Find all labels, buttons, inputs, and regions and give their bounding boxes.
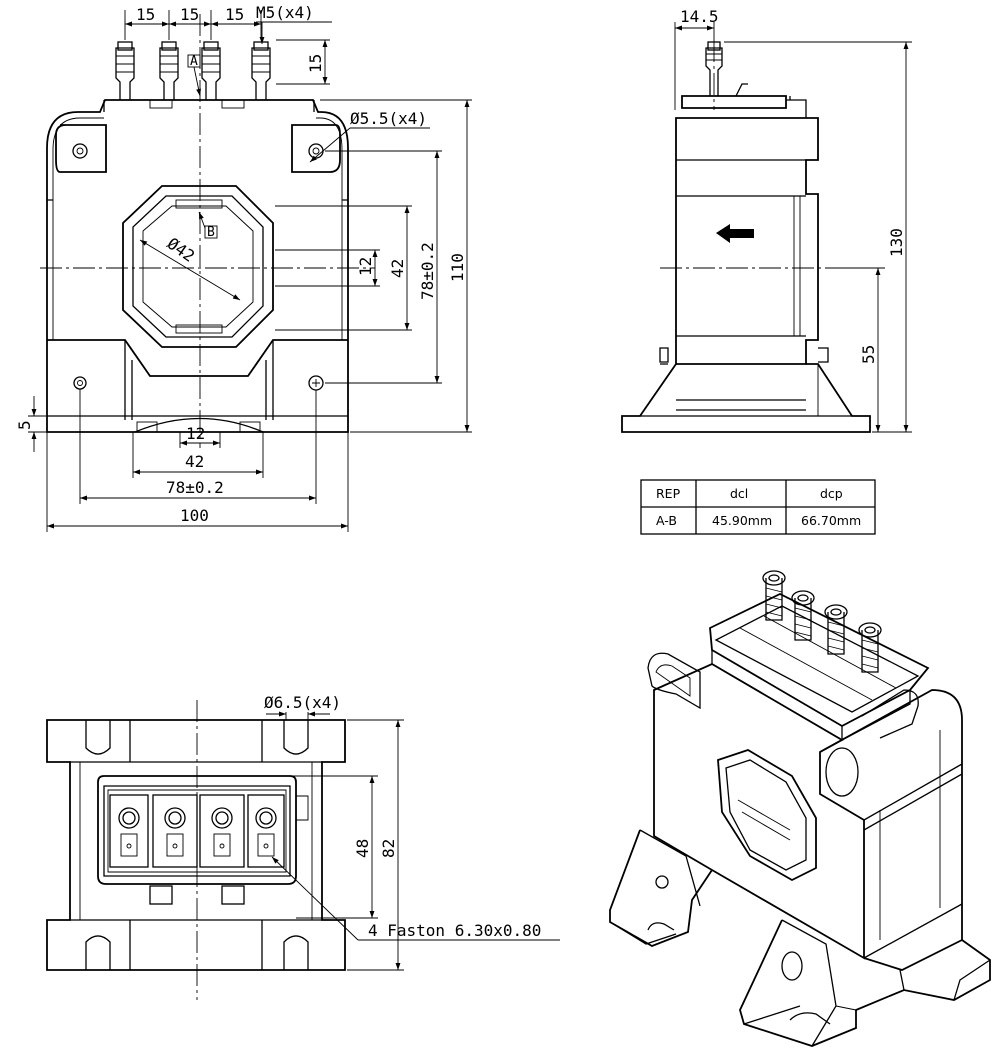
dim-width: 100	[180, 506, 209, 525]
dim-stud-height: 15	[306, 54, 325, 73]
dim-slot: Ø6.5(x4)	[264, 693, 341, 712]
dim-total-height: 130	[887, 228, 906, 257]
table-header-dcl: dcl	[730, 486, 748, 501]
dim-outer: 82	[379, 839, 398, 858]
table-cell-dcl: 45.90mm	[712, 513, 772, 528]
dim-offset: 14.5	[680, 7, 719, 26]
dim-rail-inner: 12	[356, 257, 375, 276]
dimension-table: REP dcl dcp A-B 45.90mm 66.70mm	[640, 479, 876, 535]
front-studs	[115, 41, 271, 100]
faston-note: 4 Faston 6.30x0.80	[368, 921, 541, 940]
iso-studs	[762, 570, 882, 673]
dim-bottom-42: 42	[185, 452, 204, 471]
dim-pitch-3: 15	[225, 5, 244, 24]
bottom-body-outline	[46, 719, 346, 971]
dim-aperture-diameter: Ø42	[164, 234, 199, 266]
current-direction-arrow	[716, 224, 754, 243]
dim-hole-pitch-vertical: 78±0.2	[418, 242, 437, 300]
dim-inner: 48	[353, 839, 372, 858]
dim-pitch-1: 15	[136, 5, 155, 24]
table-cell-rep: A-B	[656, 513, 677, 528]
front-body-outline	[46, 99, 349, 433]
side-view: 14.5 130 55	[621, 7, 912, 433]
dim-height: 110	[448, 253, 467, 282]
dim-window-height: 42	[388, 259, 407, 278]
marker-a: A	[190, 54, 198, 69]
dim-center-height: 55	[859, 345, 878, 364]
bottom-terminals	[109, 794, 285, 868]
bottom-view: Ø6.5(x4) 48 82 4 Faston 6.30x0.80	[46, 693, 560, 1000]
iso-view	[609, 570, 991, 1047]
table-header-rep: REP	[656, 486, 681, 501]
dim-bottom-12: 12	[186, 424, 205, 443]
side-body-outline	[675, 117, 819, 365]
table-header-dcp: dcp	[820, 486, 843, 501]
marker-b: B	[207, 225, 215, 240]
dim-stud-thread: M5(x4)	[256, 3, 314, 22]
iso-body-outline	[653, 662, 865, 960]
dim-hole-pitch-horizontal: 78±0.2	[166, 478, 224, 497]
dim-pitch-2: 15	[180, 5, 199, 24]
dim-base-thickness: 5	[15, 420, 34, 430]
aperture-octagon	[122, 185, 274, 348]
front-view: A B 15 15 15 M5(x4) 15 Ø5.5(x4) Ø42 12	[15, 3, 472, 532]
dim-mount-hole: Ø5.5(x4)	[350, 109, 427, 128]
table-cell-dcp: 66.70mm	[801, 513, 861, 528]
